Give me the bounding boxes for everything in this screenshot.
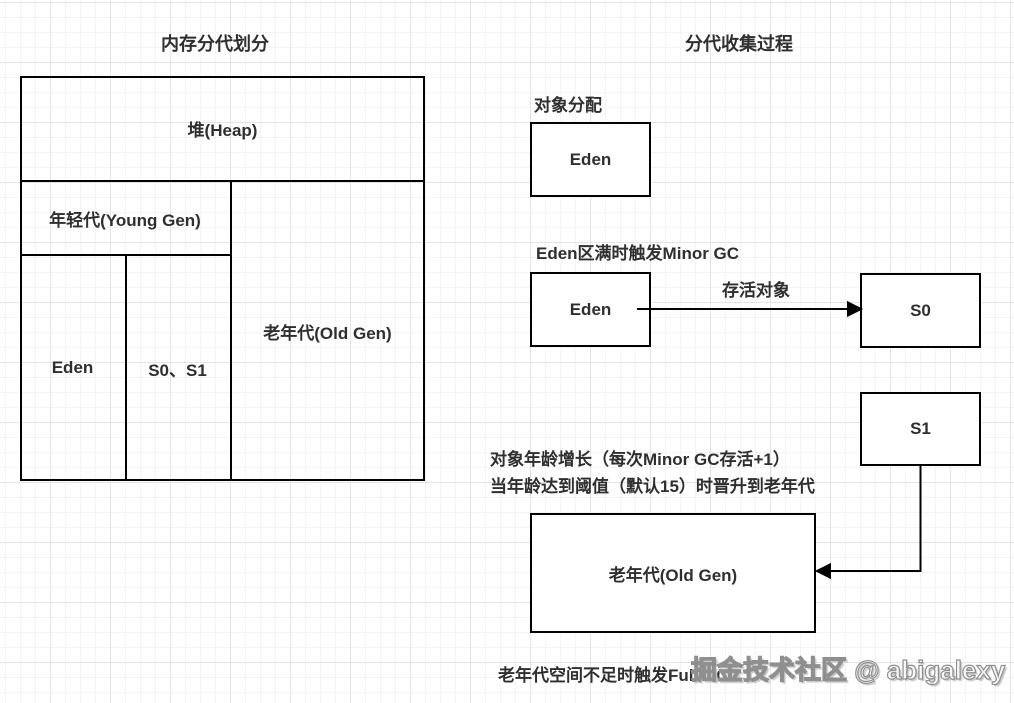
eden-survivor-divider-line bbox=[125, 254, 127, 481]
aging-note: 对象年龄增长（每次Minor GC存活+1） 当年龄达到阈值（默认15）时晋升到… bbox=[490, 446, 815, 500]
young-gen-label: 年轻代(Young Gen) bbox=[49, 210, 201, 230]
heap-outer-box bbox=[20, 76, 425, 481]
eden-box-mid: Eden bbox=[530, 272, 651, 347]
heap-label: 堆(Heap) bbox=[187, 121, 258, 140]
survivor-region-label: S0、S1 bbox=[148, 360, 207, 380]
eden-region-label: Eden bbox=[51, 358, 94, 377]
left-section-title: 内存分代划分 bbox=[161, 34, 269, 54]
aging-note-line1: 对象年龄增长（每次Minor GC存活+1） bbox=[490, 450, 790, 469]
s0-box: S0 bbox=[860, 273, 981, 348]
old-gen-box: 老年代(Old Gen) bbox=[530, 513, 816, 633]
watermark-text: 掘金技术社区 @ abigalexy bbox=[690, 654, 1006, 685]
s1-box: S1 bbox=[860, 392, 981, 466]
object-alloc-label: 对象分配 bbox=[534, 96, 602, 115]
minor-gc-label: Eden区满时触发Minor GC bbox=[536, 244, 740, 263]
right-section-title: 分代收集过程 bbox=[685, 34, 793, 54]
s1-to-oldgen-arrow-line bbox=[830, 464, 922, 572]
heap-young-divider-line bbox=[20, 180, 425, 182]
young-old-divider-line bbox=[230, 180, 232, 481]
survive-object-label: 存活对象 bbox=[722, 281, 790, 300]
old-gen-region-label: 老年代(Old Gen) bbox=[263, 323, 392, 343]
eden-box-top: Eden bbox=[530, 122, 651, 197]
aging-note-line2: 当年龄达到阈值（默认15）时晋升到老年代 bbox=[490, 477, 815, 496]
s1-to-oldgen-arrowhead-icon bbox=[814, 562, 831, 580]
full-gc-label: 老年代空间不足时触发Full GC bbox=[498, 666, 729, 685]
